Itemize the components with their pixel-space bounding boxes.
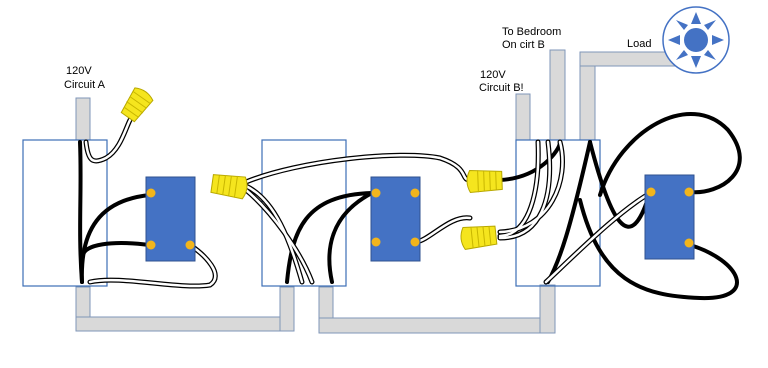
- wire-switch1-bottom: [81, 241, 152, 257]
- switch-terminal-icon: [146, 188, 156, 198]
- conduits: [75, 49, 681, 334]
- switch-terminal-icon: [185, 240, 195, 250]
- switch-terminal-icon: [371, 188, 381, 198]
- wire-nut-icon: [466, 169, 503, 194]
- conduit-load-horizontal: [579, 51, 681, 67]
- conduit-bedroom: [549, 49, 566, 141]
- ceiling-light-icon: [662, 6, 730, 74]
- switch-2: [370, 176, 421, 262]
- wire-load-bottom: [578, 198, 739, 301]
- conduit-feed-b: [515, 93, 531, 141]
- box-3: [515, 139, 601, 287]
- switch-terminal-icon: [646, 187, 656, 197]
- circuit-a-voltage-label: 120V: [66, 65, 92, 77]
- conduit-feed-a: [75, 97, 91, 141]
- circuit-b-name-label: Circuit B!: [479, 82, 524, 94]
- load-label: Load: [627, 38, 651, 50]
- box-1: [22, 139, 108, 287]
- switch-1: [145, 176, 196, 262]
- wire-box2-a: [285, 191, 374, 284]
- switch-3: [644, 174, 695, 260]
- circuit-b-voltage-label: 120V: [480, 69, 506, 81]
- switch-terminal-icon: [410, 188, 420, 198]
- switch-terminal-icon: [684, 238, 694, 248]
- circuit-a-name-label: Circuit A: [64, 79, 106, 91]
- bedroom-label-line2: On cirt B: [502, 39, 545, 51]
- conduit-bottom-run-2: [318, 317, 556, 334]
- conduit-mid-down: [279, 286, 295, 332]
- switch-terminal-icon: [410, 237, 420, 247]
- bedroom-label-line1: To Bedroom: [502, 26, 561, 38]
- switch-terminal-icon: [684, 187, 694, 197]
- wire-a-to-switch1: [79, 193, 152, 284]
- wire-nut-icon: [460, 225, 498, 250]
- white-wires: [84, 118, 654, 288]
- switch-terminal-icon: [371, 237, 381, 247]
- wire-nut-icon: [210, 174, 248, 200]
- black-wires: [78, 112, 742, 301]
- switch-terminal-icon: [146, 240, 156, 250]
- wire-load-loop: [598, 112, 742, 197]
- conduit-right-down: [539, 284, 556, 334]
- conduit-bottom-run-1: [75, 316, 295, 332]
- wire-box2-b: [327, 191, 374, 284]
- wire-nut-icon: [120, 87, 154, 123]
- wire-box3-3: [588, 140, 652, 229]
